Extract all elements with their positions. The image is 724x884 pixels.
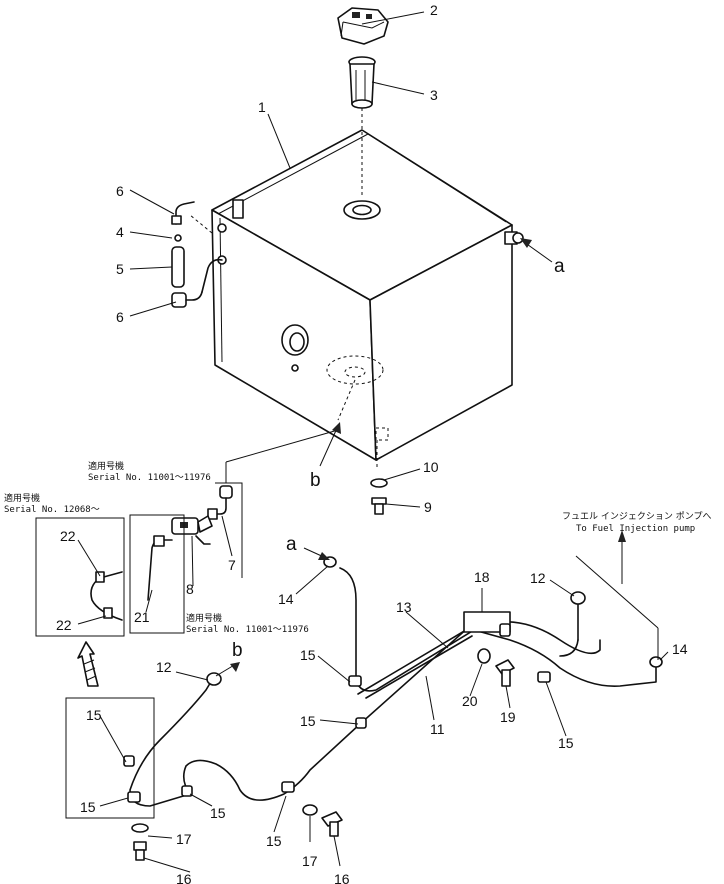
callout-15-g: 15 (558, 735, 574, 751)
callout-22-lower: 22 (56, 617, 72, 633)
callout-15-c: 15 (86, 707, 102, 723)
plug-9 (371, 497, 387, 515)
callout-6-lower: 6 (116, 309, 124, 325)
bolt-16-right (321, 811, 343, 837)
callout-15-a: 15 (300, 647, 316, 663)
tank-side-gauge (281, 324, 309, 372)
callout-2: 2 (430, 2, 438, 18)
callout-15-b: 15 (300, 713, 316, 729)
level-tube (201, 258, 223, 293)
callout-6-upper: 6 (116, 183, 124, 199)
hose-axis-line (189, 214, 213, 234)
callout-8: 8 (186, 581, 194, 597)
serial-note-left-en: Serial No. 12068～ (4, 505, 100, 515)
arrow-b-top (319, 422, 341, 467)
destination-note-en: To Fuel Injection pump (576, 524, 695, 534)
washer-17-right (302, 804, 318, 816)
bolt-19 (495, 659, 515, 687)
callout-12-left: 12 (156, 659, 172, 675)
elbow-6-lower (171, 291, 203, 308)
tank-side-outlet (504, 231, 524, 245)
clip-4 (174, 234, 182, 242)
callout-20: 20 (462, 693, 478, 709)
bolt-16-left (133, 841, 147, 861)
pipe-to-injection-pump (559, 599, 579, 657)
tank-filler-neck (343, 200, 381, 220)
callout-14-left: 14 (278, 591, 294, 607)
callout-5: 5 (116, 261, 124, 277)
callout-10: 10 (423, 459, 439, 475)
tank-drain-boss (375, 427, 389, 441)
callout-15-f: 15 (266, 833, 282, 849)
inset-box-serial-12068 (35, 517, 125, 637)
tank-bottom-outlet-hidden (326, 355, 384, 385)
callout-16-left: 16 (176, 871, 192, 884)
ref-letter-b-mid: b (232, 640, 243, 661)
callout-18: 18 (474, 569, 490, 585)
fuel-line-supply (129, 621, 601, 807)
ref-letter-b-top: b (310, 470, 321, 491)
callout-15-d: 15 (80, 799, 96, 815)
inset-box-serial-11001 (129, 514, 185, 634)
fitting-assembly-frame (215, 429, 339, 578)
filler-cap (337, 7, 389, 45)
hose-5 (171, 246, 185, 288)
clamps-15 (123, 623, 551, 803)
ref-letter-a-mid: a (286, 534, 297, 555)
arrow-a-top (520, 238, 553, 263)
callout-9: 9 (424, 499, 432, 515)
callout-11: 11 (430, 721, 445, 737)
callout-16-right: 16 (334, 871, 350, 884)
callout-14-right: 14 (672, 641, 688, 657)
serial-note-left-jp: 適用号機 (4, 492, 40, 504)
strainer (348, 56, 376, 109)
outlet-axis-line (337, 379, 356, 421)
callout-1: 1 (258, 99, 266, 115)
serial-note-top-jp: 適用号機 (88, 460, 124, 472)
arrow-b-mid (215, 662, 240, 677)
ref-letter-a-top: a (554, 256, 565, 277)
elbow-21 (147, 535, 173, 601)
tank-port-upper (217, 223, 227, 233)
clip-plate-18 (463, 611, 511, 633)
elbow-7 (207, 485, 233, 520)
callout-12-right: 12 (530, 570, 546, 586)
callout-22-upper: 22 (60, 528, 76, 544)
callout-13: 13 (396, 599, 412, 615)
serial-note-mid-jp: 適用号機 (186, 612, 222, 624)
tank-bracket (232, 199, 244, 219)
arrow-a-mid (303, 547, 330, 560)
elbow-6-upper (171, 201, 195, 225)
destination-note-jp: フュエル インジェクション ポンプへ (562, 511, 711, 522)
washer-10 (370, 478, 388, 488)
callout-4: 4 (116, 224, 124, 240)
callout-3: 3 (430, 87, 438, 103)
inset-box-lower (65, 697, 155, 819)
callout-17-left: 17 (176, 831, 192, 847)
serial-note-top-en: Serial No. 11001～11976 (88, 473, 211, 483)
leader-lines (77, 11, 669, 873)
serial-note-mid-en: Serial No. 11001～11976 (186, 625, 309, 635)
callout-19: 19 (500, 709, 516, 725)
callout-21: 21 (134, 609, 150, 625)
pipe-11-13 (357, 629, 473, 699)
arrow-to-injection-pump (575, 530, 659, 660)
callout-15-e: 15 (210, 805, 226, 821)
fuel-tank (211, 129, 513, 461)
washer-20 (477, 648, 491, 664)
inset-arrow (77, 641, 99, 687)
washer-17-left (131, 823, 149, 833)
callout-17-right: 17 (302, 853, 318, 869)
callout-7: 7 (228, 557, 236, 573)
hose-with-clamps-22 (90, 571, 123, 621)
connectors-12 (206, 591, 586, 686)
